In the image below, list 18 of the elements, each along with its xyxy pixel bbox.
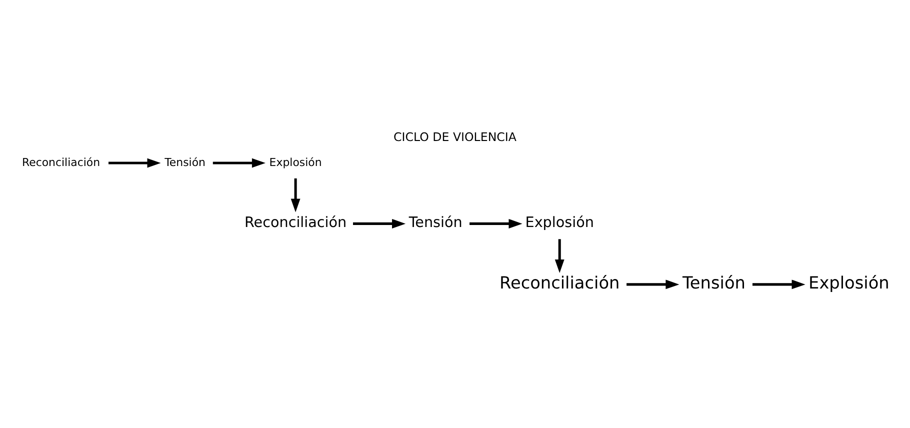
node-text: Reconciliación <box>499 272 620 293</box>
diagram-title: CICLO DE VIOLENCIA <box>394 130 516 144</box>
node-text: Explosión <box>269 156 322 169</box>
arrow <box>752 280 806 290</box>
arrow <box>626 280 680 290</box>
node-text: Reconciliación <box>22 156 100 169</box>
node-text: Explosión <box>525 215 594 232</box>
node-text: Tensión <box>164 156 206 169</box>
arrow <box>554 239 564 273</box>
arrow <box>353 218 406 228</box>
arrow <box>290 178 300 212</box>
node-text: Tensión <box>682 272 746 293</box>
node-text: Reconciliación <box>244 215 347 232</box>
arrow <box>108 158 161 168</box>
node-text: Explosión <box>808 272 890 293</box>
node-text: Tensión <box>408 215 462 232</box>
arrow <box>470 218 522 228</box>
arrow <box>212 158 266 168</box>
